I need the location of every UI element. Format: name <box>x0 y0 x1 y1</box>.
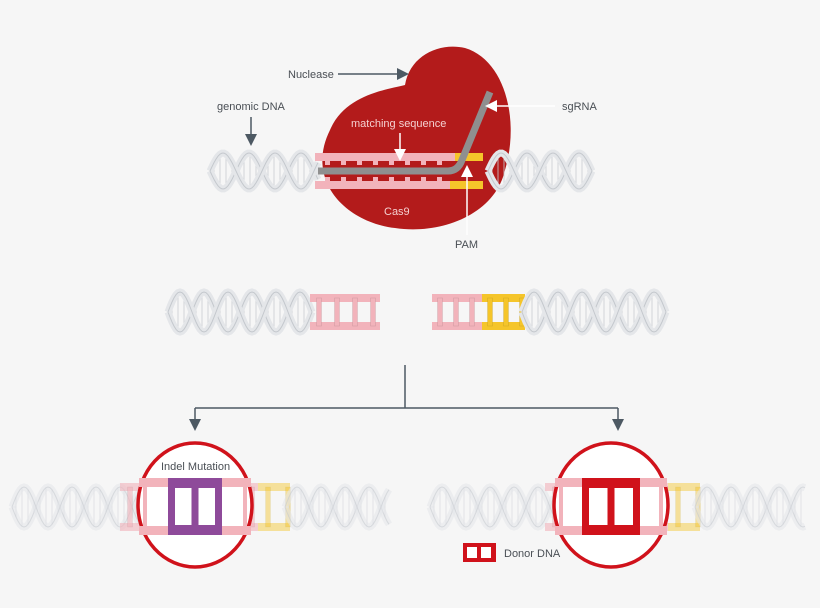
outcome2-pam-strand <box>668 523 700 531</box>
branch-connector <box>195 365 618 409</box>
helix-backbone-edge <box>209 152 319 190</box>
target-rung <box>357 159 362 165</box>
target-rung <box>421 177 426 183</box>
pam-rung <box>503 297 509 327</box>
helix-backbone-edge <box>429 486 555 528</box>
indel-insert-gap <box>198 488 215 525</box>
cut-left-strand <box>310 294 380 302</box>
target-rung <box>421 159 426 165</box>
outcome2-pam-strand <box>668 483 700 491</box>
cut-right-rung <box>453 297 459 327</box>
cas9-label: Cas9 <box>384 206 410 218</box>
helix-backbone-edge <box>209 152 319 190</box>
cut-dna <box>164 288 670 336</box>
outcome1-pam-rung <box>265 486 271 528</box>
target-rung <box>389 177 394 183</box>
outcome1-pam-strand <box>258 483 290 491</box>
donor-dna-label: Donor DNA <box>504 548 561 560</box>
donor-insert-gap <box>614 488 633 525</box>
outcome2-pam-rung <box>675 486 681 528</box>
indel-rung <box>243 483 247 531</box>
cut-left-rung <box>316 297 322 327</box>
helix-backbone-edge <box>11 486 141 528</box>
helix-backbone-edge <box>429 486 555 528</box>
donor-rung <box>659 483 663 531</box>
matching-sequence-label: matching sequence <box>351 118 446 130</box>
pam-rung <box>487 297 493 327</box>
genomic-dna-top <box>206 149 596 193</box>
pam-strand <box>455 153 483 161</box>
target-rung <box>437 159 442 165</box>
donor-dna-legend-icon <box>463 543 496 562</box>
outcome1-pam-strand <box>258 523 290 531</box>
helix-backbone-edge <box>284 486 390 528</box>
donor-insert-gap <box>589 488 608 525</box>
target-rung <box>341 159 346 165</box>
cut-left-rung <box>334 297 340 327</box>
target-rung <box>325 159 330 165</box>
pam-label: PAM <box>455 239 478 251</box>
cut-right-rung <box>469 297 475 327</box>
target-rung <box>437 177 442 183</box>
sgrna-label: sgRNA <box>562 101 598 113</box>
target-rung <box>325 177 330 183</box>
sgrna-strand <box>318 90 494 175</box>
indel-mutation-label: Indel Mutation <box>161 461 230 473</box>
helix-backbone-edge <box>284 486 390 528</box>
genomic-dna-label: genomic DNA <box>217 101 286 113</box>
donor-rung <box>559 483 563 531</box>
cut-left-rung <box>352 297 358 327</box>
target-rung <box>373 177 378 183</box>
cut-left-rung <box>370 297 376 327</box>
target-strand <box>315 181 455 189</box>
helix-backbone-edge <box>521 291 667 333</box>
target-strand <box>315 153 455 161</box>
target-rung <box>389 159 394 165</box>
helix-backbone-edge <box>11 486 141 528</box>
target-rung <box>405 177 410 183</box>
outcome1-target-rung <box>127 486 133 528</box>
repair-outcomes <box>8 483 807 531</box>
indel-rung <box>143 483 147 531</box>
target-rung <box>405 159 410 165</box>
target-rung <box>373 159 378 165</box>
helix-backbone-edge <box>487 152 593 190</box>
target-rung <box>357 177 362 183</box>
helix-backbone-edge <box>694 486 806 528</box>
helix-backbone-edge <box>694 486 806 528</box>
helix-backbone-edge <box>167 291 313 333</box>
cut-left-strand <box>310 322 380 330</box>
target-rung <box>341 177 346 183</box>
indel-insert-gap <box>175 488 192 525</box>
cut-right-rung <box>437 297 443 327</box>
nuclease-label: Nuclease <box>288 69 334 81</box>
